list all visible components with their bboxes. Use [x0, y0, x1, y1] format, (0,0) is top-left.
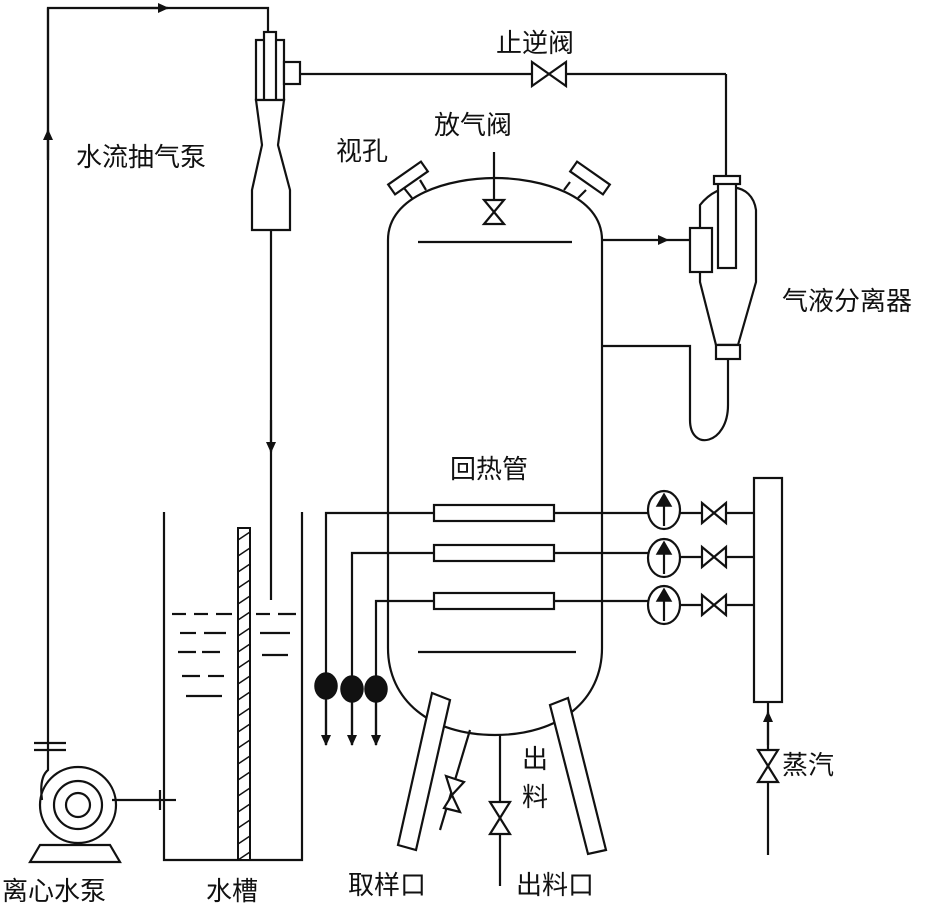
- gas-liquid-separator-label: 气液分离器: [782, 287, 912, 317]
- discharge-port-label: 出料口: [516, 871, 594, 901]
- check-valve-label: 止逆阀: [496, 29, 574, 59]
- water-tank: [162, 512, 304, 862]
- pump-discharge-line: [43, 3, 270, 160]
- check-valve: [530, 59, 568, 89]
- steam-label: 蒸汽: [782, 751, 834, 781]
- vent-valve: [481, 152, 507, 226]
- reheat-tube-1: [321, 503, 648, 746]
- discharge-vertical-label-2: 料: [522, 783, 548, 813]
- steam-line-valves: [680, 500, 754, 618]
- sight-glass: [386, 160, 612, 199]
- gas-liquid-separator: [602, 174, 758, 442]
- reheat-tube-label: 回热管: [450, 455, 528, 485]
- sight-glass-label: 视孔: [336, 137, 388, 167]
- discharge-vertical-label-1: 出: [522, 745, 548, 775]
- steam-header: [752, 476, 784, 855]
- vacuum-line: [300, 72, 728, 178]
- sampling-port-label: 取样口: [348, 871, 426, 901]
- reheat-tube-3: [371, 591, 648, 746]
- vessel-legs: [396, 691, 608, 856]
- water-jet-pump: [250, 30, 302, 600]
- condensate-traps: [314, 672, 388, 703]
- water-jet-pump-label: 水流抽气泵: [76, 143, 206, 173]
- centrifugal-pump-label: 离心水泵: [2, 877, 106, 907]
- sampling-port: [438, 729, 472, 831]
- steam-gauges: [646, 489, 682, 626]
- water-tank-label: 水槽: [206, 877, 258, 907]
- discharge-port: [488, 735, 512, 886]
- reheat-tube-2: [347, 543, 648, 746]
- vent-valve-label: 放气阀: [434, 111, 512, 141]
- centrifugal-pump: [28, 8, 162, 864]
